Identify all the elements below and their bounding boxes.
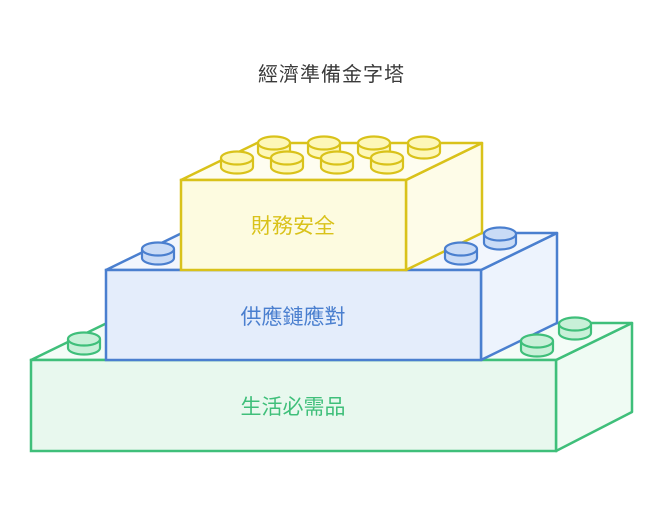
stud-0 [66,331,102,356]
tier-top-block [179,141,484,272]
tier-bottom-label: 生活必需品 [241,395,346,419]
stud-9 [406,135,442,160]
stud-3 [140,241,176,266]
studs-group [66,135,593,358]
stud-10 [219,150,255,175]
tier-top-label: 財務安全 [251,214,335,238]
stud-11 [269,150,305,175]
stud-13 [369,150,405,175]
tier-middle-label: 供應鏈應對 [241,305,346,329]
stud-12 [319,150,355,175]
tier-bottom-front [29,358,558,453]
stud-2 [557,316,593,341]
stud-5 [482,226,518,251]
stud-1 [519,333,555,358]
tier-top-front [179,178,408,272]
stud-4 [443,241,479,266]
diagram-title: 經濟準備金字塔 [258,62,405,86]
